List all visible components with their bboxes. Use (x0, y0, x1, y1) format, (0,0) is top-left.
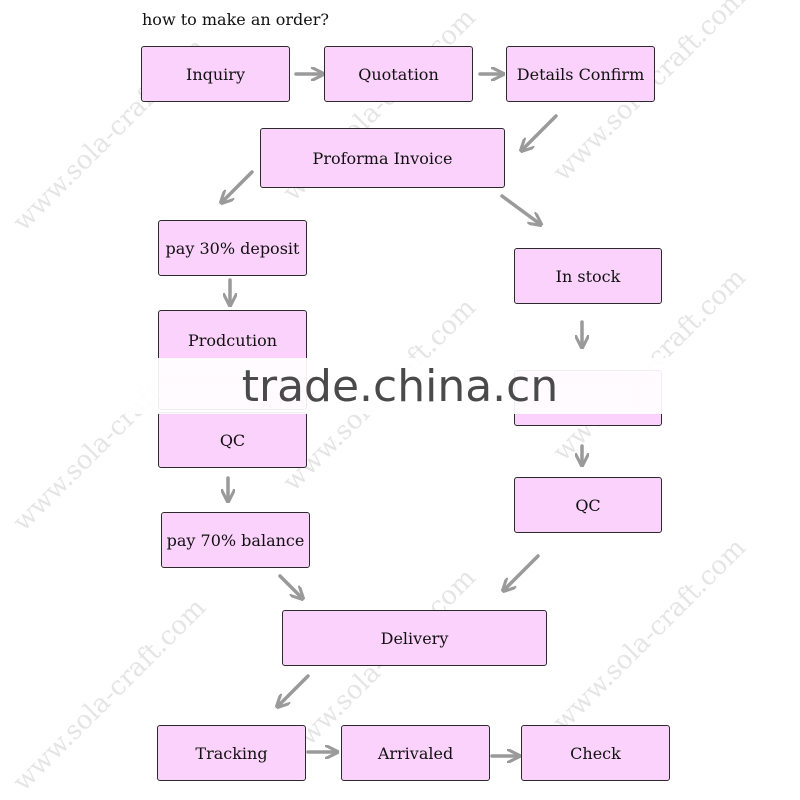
step-qc-left: QC (158, 412, 307, 468)
step-proforma-invoice: Proforma Invoice (260, 128, 505, 188)
step-inquiry: Inquiry (141, 46, 290, 102)
arrow-details-invoice (522, 114, 558, 150)
arrow-invoice-deposit (222, 170, 254, 202)
step-label: Check (570, 743, 621, 763)
arrow-qc-right-delivery (504, 554, 540, 590)
step-pay-balance: pay 70% balance (161, 512, 310, 568)
step-quotation: Quotation (324, 46, 473, 102)
arrow-invoice-instock (500, 194, 540, 224)
step-label: Inquiry (186, 64, 245, 84)
step-qc-right: QC (514, 477, 662, 533)
step-label: Proforma Invoice (312, 148, 453, 168)
step-label: pay 70% balance (166, 530, 305, 550)
step-details-confirm: Details Confirm (506, 46, 655, 102)
watermark-text: trade.china.cn (241, 360, 559, 412)
step-tracking: Tracking (157, 725, 306, 781)
step-label: QC (575, 495, 601, 515)
step-label: Details Confirm (516, 64, 645, 84)
step-label: Delivery (380, 628, 449, 648)
step-label: Prodcution (187, 331, 278, 350)
step-label: In stock (555, 266, 621, 286)
step-in-stock: In stock (514, 248, 662, 304)
step-pay-deposit: pay 30% deposit (158, 220, 307, 276)
trade-watermark: trade.china.cn (0, 358, 800, 414)
step-label: pay 30% deposit (165, 238, 300, 258)
step-label: Arrivaled (377, 743, 454, 763)
step-arrivaled: Arrivaled (341, 725, 490, 781)
arrow-delivery-tracking (278, 674, 310, 706)
step-label: Quotation (358, 64, 439, 84)
diagram-title: how to make an order? (142, 10, 329, 29)
arrow-balance-delivery (278, 574, 302, 598)
step-check: Check (521, 725, 670, 781)
step-label: Tracking (195, 743, 268, 763)
step-delivery: Delivery (282, 610, 547, 666)
step-label: QC (219, 430, 246, 450)
